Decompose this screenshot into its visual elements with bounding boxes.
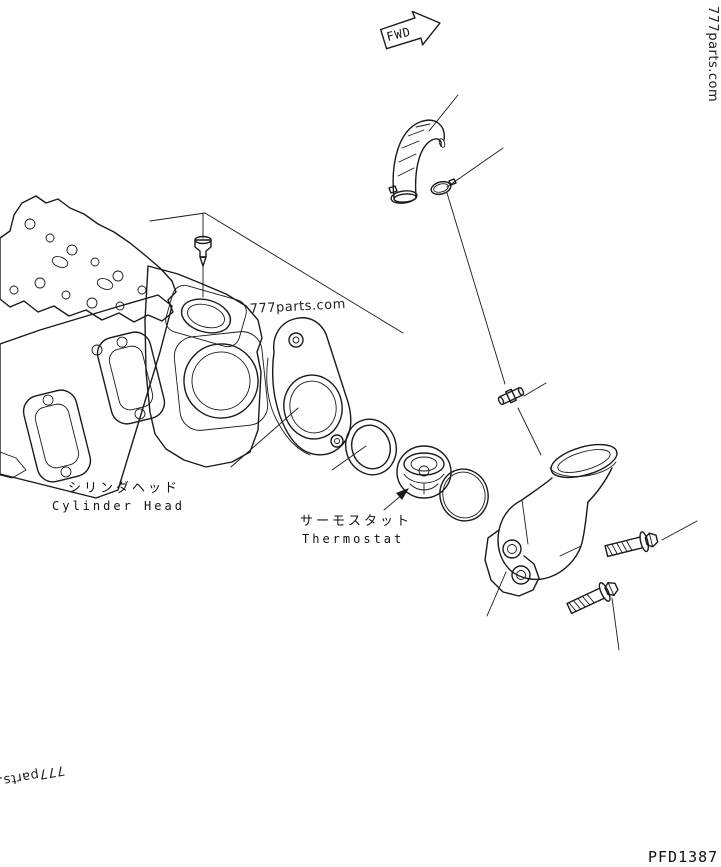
watermark-top-right: 777parts.com [705, 6, 720, 102]
watermark-center: 777parts.com [249, 297, 346, 317]
fwd-arrow: FWD [380, 10, 441, 50]
leader-lines [149, 94, 698, 651]
cylinder-head-label-jp: シリンダヘッド [68, 481, 180, 496]
o-ring [439, 468, 489, 522]
joint-fitting [497, 386, 525, 406]
hose-clamp-1 [388, 185, 418, 204]
cylinder-head-body [144, 265, 269, 468]
cylinder-head-label-en: Cylinder Head [52, 499, 185, 513]
cylinder-head-port-face [0, 294, 173, 499]
water-hose [392, 119, 446, 203]
thermostat-label-jp: サーモスタット [300, 514, 412, 529]
temperature-sensor-plug [194, 213, 212, 298]
head-gasket-drawing [0, 195, 177, 323]
thermostat-pointer-arrow [383, 488, 409, 511]
fwd-arrow-label: FWD [385, 25, 412, 45]
hose-clamp-2 [430, 178, 457, 196]
drawing-code: PFD1387 [648, 848, 718, 866]
seal-ring [344, 418, 398, 476]
thermostat-cover-plate [266, 317, 352, 456]
flange-bolt-upper [604, 531, 659, 558]
watermark-bottom-left: 777parts. [0, 762, 66, 788]
water-outlet-housing [484, 443, 618, 597]
flange-bolt-lower [566, 581, 619, 615]
thermostat-label-en: Thermostat [302, 532, 404, 546]
